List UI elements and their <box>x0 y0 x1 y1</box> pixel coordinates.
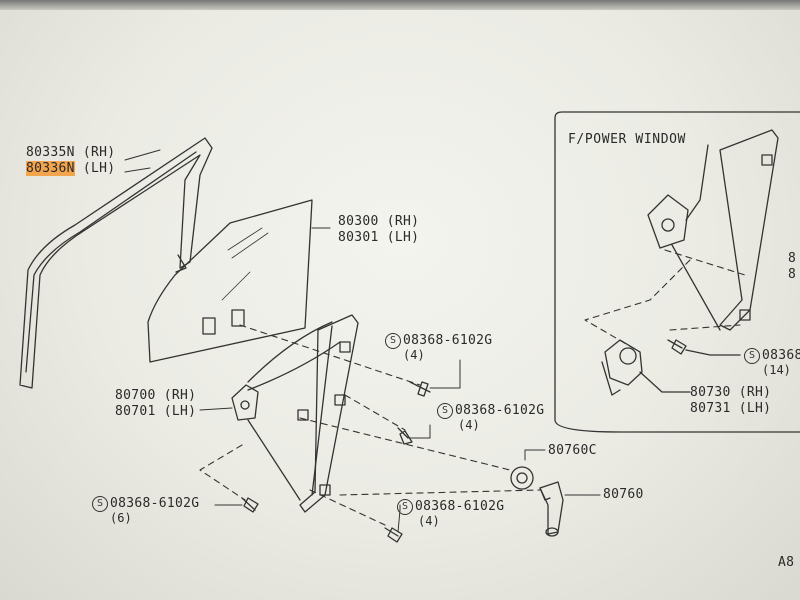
label-bolt-a: 08368-6102G <box>403 333 493 348</box>
monitor-bezel <box>0 0 800 10</box>
label-regulator-lh: 80701 (LH) <box>115 404 197 419</box>
bolt-b <box>397 427 413 445</box>
qty-bolt-b: (4) <box>458 418 480 432</box>
qty-bolt-a: (4) <box>403 348 425 362</box>
s-symbol-inset: S <box>744 348 760 364</box>
label-regulator-rh: 80700 (RH) <box>115 388 197 403</box>
inset-title: F/POWER WINDOW <box>568 132 686 147</box>
bolt-d <box>384 527 403 543</box>
inset-regulator <box>647 129 779 331</box>
inset-guide-lines <box>584 249 746 353</box>
s-symbol-c: S <box>92 496 108 512</box>
bolt-a <box>409 381 431 397</box>
s-symbol-b: S <box>437 403 453 419</box>
bolt-c <box>241 497 259 513</box>
label-moulding-rh: 80335N (RH) <box>26 145 116 160</box>
label-glass-rh: 80300 (RH) <box>338 214 420 229</box>
s-symbol-d: S <box>397 499 413 515</box>
label-bolt-b: 08368-6102G <box>455 403 545 418</box>
label-escutcheon: 80760C <box>548 443 597 458</box>
window-regulator <box>231 314 359 513</box>
inset-motor <box>601 339 691 396</box>
page-code: A8 <box>778 555 795 570</box>
label-moulding-lh: 80336N (LH) <box>26 161 116 176</box>
qty-bolt-d: (4) <box>418 514 440 528</box>
label-bolt-d: 08368-6102G <box>415 499 505 514</box>
label-moulding-lh-side: (LH) <box>74 161 116 176</box>
label-motor-rh: 80730 (RH) <box>690 385 772 400</box>
label-inset-edge-2: 8 <box>788 267 797 282</box>
label-inset-edge-1: 8 <box>788 251 797 266</box>
inset-frame <box>554 111 800 433</box>
label-glass-lh: 80301 (LH) <box>338 230 420 245</box>
guide-lines <box>199 324 541 526</box>
window-handle <box>539 481 564 537</box>
door-glass <box>147 199 313 363</box>
label-motor-lh: 80731 (LH) <box>690 401 772 416</box>
s-symbol-a: S <box>385 333 401 349</box>
qty-bolt-c: (6) <box>110 511 132 525</box>
label-inset-bolt: 08368 <box>762 348 800 363</box>
label-handle: 80760 <box>603 487 644 502</box>
label-bolt-c: 08368-6102G <box>110 496 200 511</box>
qty-inset-bolt: (14) <box>762 363 791 377</box>
escutcheon-ring <box>510 466 534 490</box>
highlighted-part-code: 80336N <box>26 161 75 176</box>
inset-bolt <box>667 339 741 356</box>
